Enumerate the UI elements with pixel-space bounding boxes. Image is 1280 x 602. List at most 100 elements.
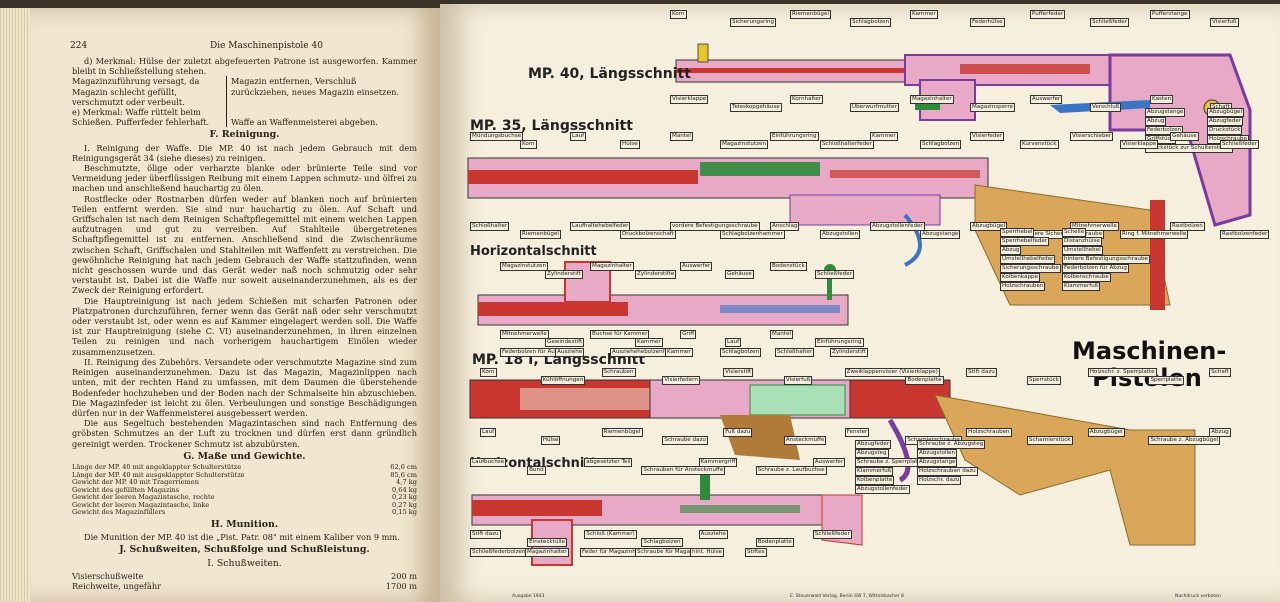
mp40-front-sight xyxy=(697,43,709,63)
row-label: Gewicht der leeren Magazintasche, linke xyxy=(72,500,210,509)
part-label: Auswerfer xyxy=(1030,95,1063,104)
mp35-buttplate xyxy=(1150,200,1165,310)
part-label: Mitnehmerwelle xyxy=(1070,222,1119,231)
row-label: Reichweite, ungefähr xyxy=(72,581,162,592)
part-label: Abzugstange xyxy=(917,458,958,467)
part-label: Laufhaltehebelfeder xyxy=(570,222,631,231)
part-label: Magazinsperre xyxy=(970,103,1015,112)
part-label: Holzschrauben xyxy=(1000,282,1046,291)
part-label: Korn xyxy=(480,368,497,377)
part-label: Hülse xyxy=(540,436,561,445)
part-label: Sicherungsschraube xyxy=(1000,264,1061,273)
part-label: Riemenbügel xyxy=(520,230,561,239)
part-label: Federbolzen xyxy=(1145,126,1184,135)
part-label: Schloßhalter xyxy=(775,348,815,357)
mp18-diagram xyxy=(469,379,1196,546)
part-label: Sperrplatte xyxy=(1148,376,1184,385)
part-label: Schließfeder xyxy=(812,530,852,539)
part-label: Schelle xyxy=(1062,228,1087,237)
part-label: Abzugstollen xyxy=(917,449,958,458)
part-label: Stiftes xyxy=(745,548,767,557)
part-label: abgesetzter Teil xyxy=(584,458,633,467)
row-label: Gewicht der MP. 40 mit Tragerriemen xyxy=(72,478,199,487)
e-detail-right: Waffe an Waffenmeisterei abgeben. xyxy=(226,107,401,128)
part-label: Schloß (Kammer) xyxy=(584,530,637,539)
part-label: Mitnehmerwelle xyxy=(500,330,549,339)
mp40-spring xyxy=(960,64,1090,74)
part-label: Magazinstutzen xyxy=(720,140,769,149)
mp35-trigger-guard xyxy=(903,213,922,267)
paragraph-f2: Beschmutzte, ölige oder verharzte blanke… xyxy=(72,163,417,194)
paragraph-f6: Die aus Segeltuch bestehenden Magazintas… xyxy=(72,418,417,449)
page-number: 224 xyxy=(70,41,88,51)
part-label: Klammerfuß xyxy=(855,467,894,476)
mp18-wood-fore xyxy=(720,415,800,460)
row-unit: kg xyxy=(408,478,417,487)
part-label: Kolbenschraube xyxy=(1062,273,1111,282)
part-label: Sperrhebelfeder xyxy=(1000,237,1050,246)
row-unit: m xyxy=(409,581,417,592)
footer-publisher: E. Steuerwald Verlag, Berlin SW 7, Witte… xyxy=(790,594,904,599)
part-label: Kolbenkappe xyxy=(1000,273,1041,282)
mp35-bolt xyxy=(700,162,820,176)
measurements-table: Länge der MP. 40 mit angeklappter Schult… xyxy=(72,462,417,517)
table-row: Gewicht der leeren Magazintasche, rechte… xyxy=(72,493,417,502)
part-label: Einführungsring xyxy=(770,132,819,141)
d-detail: Magazinzuführung versagt, da Magazin sch… xyxy=(72,76,417,108)
heading-h: H. Munition. xyxy=(210,519,279,531)
part-label: Lauf xyxy=(725,338,742,347)
d-detail-right: Magazin entfernen, Verschluß zurückziehe… xyxy=(226,76,401,108)
part-label: Lauf xyxy=(480,428,497,437)
paragraph-f1: I. Reinigung der Waffe. Die MP. 40 ist n… xyxy=(72,142,417,163)
row-value: 200 xyxy=(390,570,407,581)
footer-edition: Ausgabe 1943 xyxy=(512,594,545,599)
part-label: Sicherungsring xyxy=(730,18,776,27)
part-label: Federbolzen für Abzug xyxy=(1062,264,1129,273)
part-label: Kammer xyxy=(870,132,898,141)
part-label: Gehäuse xyxy=(725,270,754,279)
row-unit: cm xyxy=(407,470,417,479)
row-value: 0,15 xyxy=(391,508,407,517)
part-label: Anschlag xyxy=(770,222,800,231)
part-label: Visierschieber xyxy=(1070,132,1114,141)
part-label: Federhülse xyxy=(970,18,1005,27)
row-unit: kg xyxy=(408,485,417,494)
table-row: Länge der MP. 40 mit angeklappter Schult… xyxy=(72,462,417,472)
part-label: Pufferfeder xyxy=(1030,10,1066,19)
part-label: Magazinhalter xyxy=(910,95,954,104)
part-label: Einstecktülle xyxy=(527,538,567,547)
part-label: Fuß dazu xyxy=(723,428,753,437)
part-label: Schlagbolzen xyxy=(720,348,762,357)
part-label: Magazinstutzen xyxy=(500,262,549,271)
row-label: Länge der MP. 40 mit angeklappter Schult… xyxy=(72,462,242,471)
part-label: Kurvenstück xyxy=(1020,140,1059,149)
part-label: Distanzhülse xyxy=(1062,237,1102,246)
row-value: 0,23 xyxy=(391,493,407,502)
heading-f: F. Reinigung. xyxy=(209,129,280,141)
mp18h-bolt-handle xyxy=(700,470,710,500)
part-label: Sperrstück xyxy=(1026,376,1061,385)
part-label: Verschluß xyxy=(1090,103,1122,112)
title-mp40: MP. 40, Längsschnitt xyxy=(528,66,691,82)
part-label: Pufferstange xyxy=(1150,10,1190,19)
part-label: Schraube z. Abzugsteg xyxy=(917,440,986,449)
part-label: Visierstift xyxy=(723,368,754,377)
part-label: Abzugbügel xyxy=(970,222,1008,231)
row-unit: kg xyxy=(408,500,417,509)
part-label: Abzugstollenfeder xyxy=(870,222,925,231)
part-label: vordere Befestigungsschraube xyxy=(670,222,760,231)
mp18-horizontal-diagram xyxy=(471,470,863,566)
part-label: Schließfeder xyxy=(1090,18,1129,27)
part-label: Schlagbolzen xyxy=(641,538,683,547)
heading-g: G. Maße und Gewichte. xyxy=(183,450,306,462)
left-page-body: d) Merkmal: Hülse der zuletzt abgefeuert… xyxy=(72,56,417,591)
paragraph-f4: Die Hauptreinigung ist nach jedem Schieß… xyxy=(72,295,417,357)
part-label: Abzugfeder xyxy=(1207,117,1244,126)
part-label: Auswerfer xyxy=(812,458,846,467)
part-label: Magazinhalter xyxy=(525,548,569,557)
part-label: Kammergriff xyxy=(698,458,738,467)
part-label: Schließfederbolzen xyxy=(470,548,528,557)
row-value: 1700 xyxy=(385,581,407,592)
